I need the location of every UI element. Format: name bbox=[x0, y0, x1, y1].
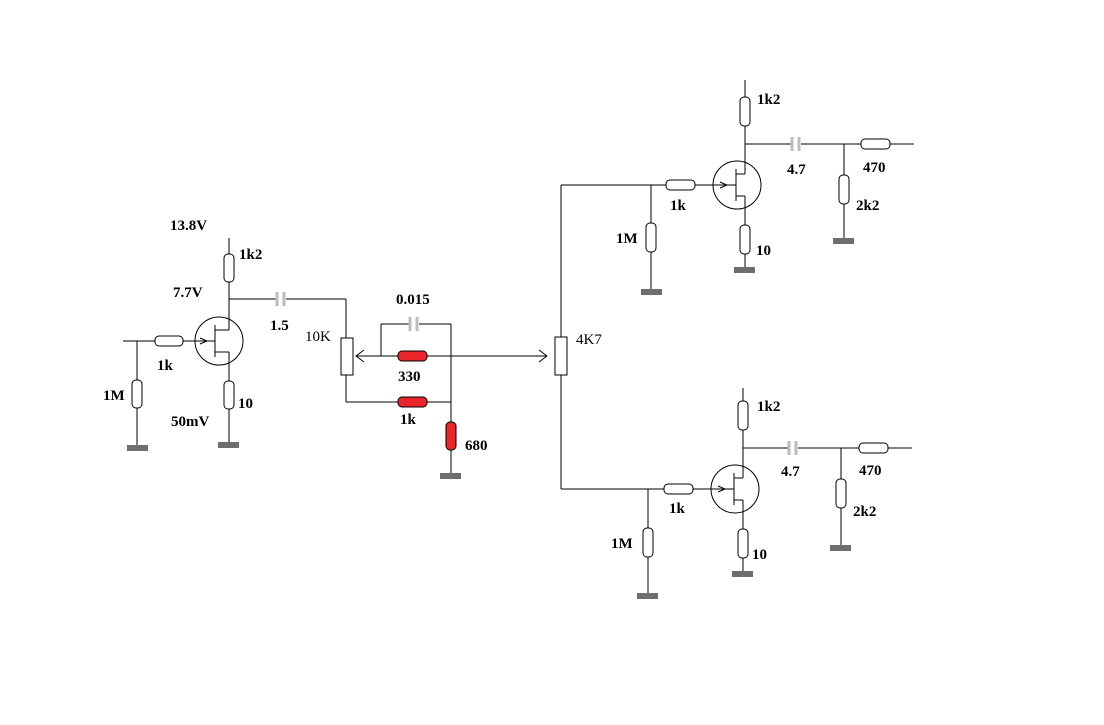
coupling-cap-1-label: 1.5 bbox=[270, 318, 289, 334]
tone-res-1k-label: 1k bbox=[400, 412, 417, 428]
lower-stage: 1k2 4.7 470 2k2 1k 1M 10 bbox=[561, 388, 912, 599]
ground-symbol bbox=[830, 545, 851, 551]
balance-potentiometer bbox=[554, 336, 568, 376]
lower-output-resistor bbox=[858, 442, 889, 454]
ground-symbol bbox=[218, 442, 239, 448]
q1-collector-resistor bbox=[223, 253, 235, 283]
lower-bias-resistor bbox=[642, 527, 654, 558]
volume-potentiometer bbox=[340, 337, 354, 376]
upper-load-res-label: 2k2 bbox=[856, 198, 879, 214]
lower-bias-res-label: 1M bbox=[611, 536, 633, 552]
tone-resistor-330 bbox=[397, 350, 428, 362]
tone-cap-label: 0.015 bbox=[396, 292, 430, 308]
ground-symbol bbox=[440, 473, 461, 479]
upper-source-resistor bbox=[739, 224, 751, 255]
ground-symbol bbox=[637, 593, 658, 599]
lower-load-res-label: 2k2 bbox=[853, 504, 876, 520]
lower-jfet-symbol bbox=[710, 464, 760, 514]
upper-load-resistor bbox=[838, 174, 850, 205]
lower-collector-res-label: 1k2 bbox=[757, 399, 780, 415]
upper-collector-resistor bbox=[739, 96, 751, 127]
tone-resistor-1k bbox=[397, 396, 428, 408]
ground-symbol bbox=[734, 267, 755, 273]
upper-stage: 1k2 4.7 470 2k2 1k 1M 10 bbox=[561, 80, 914, 295]
lower-load-resistor bbox=[835, 478, 847, 509]
lower-input-resistor bbox=[663, 483, 694, 495]
q1-input-resistor bbox=[154, 335, 184, 347]
lower-source-resistor bbox=[737, 528, 749, 559]
q1-emitter-voltage-label: 50mV bbox=[171, 414, 209, 430]
q1-collector-res-label: 1k2 bbox=[239, 247, 262, 263]
ground-symbol bbox=[732, 571, 753, 577]
upper-coupling-cap-label: 4.7 bbox=[787, 162, 806, 178]
lower-collector-resistor bbox=[737, 400, 749, 431]
upper-collector-res-label: 1k2 bbox=[757, 92, 780, 108]
lower-input-res-label: 1k bbox=[669, 501, 686, 517]
balance-pot-label: 4K7 bbox=[576, 332, 602, 348]
balance-wiper-arrow bbox=[538, 349, 548, 363]
tone-network: 10K 0.015 330 1k 680 bbox=[305, 292, 548, 479]
tone-res-680-label: 680 bbox=[465, 438, 488, 454]
q1-jfet-symbol bbox=[194, 316, 244, 366]
lower-emitter-res-label: 10 bbox=[752, 547, 767, 563]
q1-source-resistor bbox=[223, 380, 235, 410]
volume-pot-label: 10K bbox=[305, 329, 331, 345]
ground-symbol bbox=[127, 445, 148, 451]
tone-res-330-label: 330 bbox=[398, 369, 421, 385]
balance-section: 4K7 bbox=[554, 185, 602, 489]
ground-symbol bbox=[641, 289, 662, 295]
upper-emitter-res-label: 10 bbox=[756, 243, 771, 259]
ground-symbol bbox=[833, 238, 854, 244]
supply-voltage-label: 13.8V bbox=[170, 218, 207, 234]
upper-input-res-label: 1k bbox=[670, 198, 687, 214]
q1-input-res-label: 1k bbox=[157, 358, 174, 374]
upper-bias-resistor bbox=[645, 222, 657, 253]
lower-output-res-label: 470 bbox=[859, 463, 882, 479]
q1-emitter-res-label: 10 bbox=[238, 396, 253, 412]
upper-input-resistor bbox=[665, 179, 696, 191]
stage-1: 13.8V 1k2 7.7V 1.5 1k 1M 10 50mV bbox=[103, 218, 347, 451]
q1-bias-resistor bbox=[131, 379, 143, 409]
q1-collector-voltage-label: 7.7V bbox=[173, 285, 203, 301]
upper-output-resistor bbox=[860, 138, 891, 150]
upper-jfet-symbol bbox=[712, 160, 762, 210]
upper-bias-res-label: 1M bbox=[616, 231, 638, 247]
q1-bias-res-label: 1M bbox=[103, 388, 125, 404]
tone-resistor-680 bbox=[445, 421, 457, 451]
lower-coupling-cap-label: 4.7 bbox=[781, 464, 800, 480]
upper-output-res-label: 470 bbox=[863, 160, 886, 176]
